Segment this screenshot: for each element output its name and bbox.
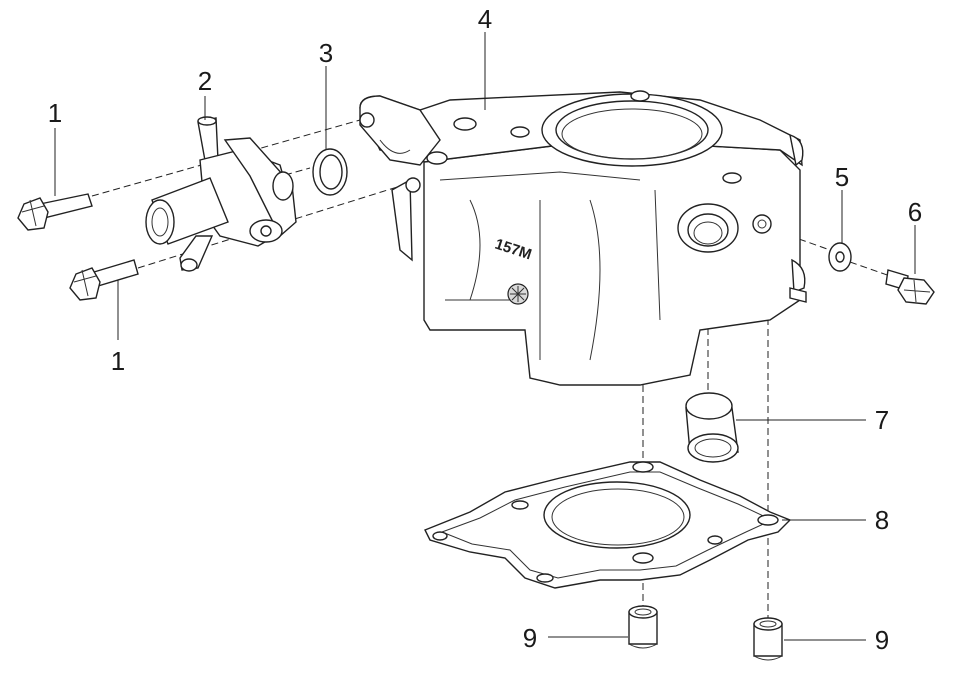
water-outlet-housing [145,116,297,272]
callout-9-right: 9 [875,625,889,655]
callout-1-upper: 1 [48,98,62,128]
sealing-washer [828,242,852,272]
callout-5: 5 [835,162,849,192]
cylinder-gasket [424,461,792,589]
drain-bolt [885,269,935,305]
callout-3: 3 [319,38,333,68]
flange-bolt-lower [69,259,139,301]
callout-9-left: 9 [523,623,537,653]
water-pipe-sleeve [685,392,739,463]
cylinder-block: 157M [359,90,807,386]
callout-labels: 1 1 2 3 4 5 6 7 8 9 9 [48,4,922,655]
leader-lines [54,32,916,641]
callout-8: 8 [875,505,889,535]
callout-7: 7 [875,405,889,435]
callout-2: 2 [198,66,212,96]
callout-4: 4 [478,4,492,34]
flange-bolt-upper [17,193,93,231]
dowel-pin-right [753,617,783,661]
o-ring [312,148,348,196]
callout-6: 6 [908,197,922,227]
callout-1-lower: 1 [111,346,125,376]
dowel-pin-left [628,605,658,649]
